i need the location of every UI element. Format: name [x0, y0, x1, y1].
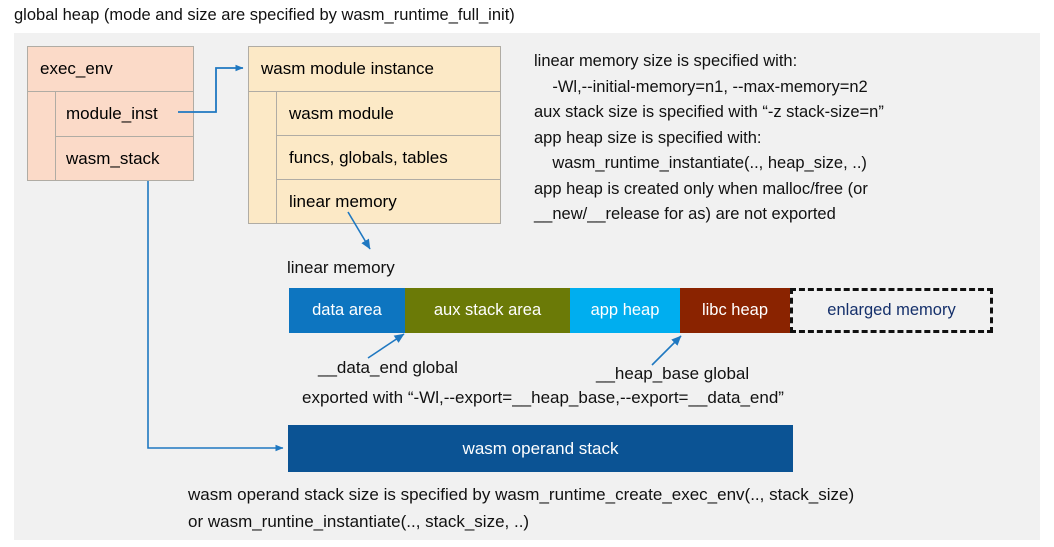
- annotation-exported-with: exported with “-Wl,--export=__heap_base,…: [302, 388, 784, 407]
- module-inst-label: module_inst: [66, 104, 158, 123]
- segment-aux-stack-area: aux stack area: [405, 288, 570, 333]
- linear-memory-bar: data area aux stack area app heap libc h…: [289, 288, 993, 333]
- exec-env-header: exec_env: [28, 47, 193, 92]
- exec-env-gutter: [28, 92, 56, 180]
- wasm-module-instance-gutter: [249, 92, 277, 223]
- annotation-heap-base: __heap_base global: [596, 364, 750, 383]
- wasm-module-instance-box: wasm module instance wasm module funcs, …: [248, 46, 501, 224]
- annotation-data-end: __data_end global: [318, 358, 458, 377]
- page-title: global heap (mode and size are specified…: [14, 6, 515, 24]
- segment-libc-heap: libc heap: [680, 288, 790, 333]
- wasm-module-instance-header: wasm module instance: [249, 47, 500, 92]
- wmi-row-funcs-globals-tables: funcs, globals, tables: [277, 136, 500, 180]
- wasm-stack-label: wasm_stack: [66, 148, 160, 168]
- wasm-module-label: wasm module: [289, 103, 394, 123]
- wasm-module-instance-title: wasm module instance: [261, 59, 434, 78]
- segment-enlarged-memory: enlarged memory: [790, 288, 993, 333]
- wasm-operand-stack-box: wasm operand stack: [288, 425, 793, 472]
- exec-env-box: exec_env module_inst wasm_stack: [27, 46, 194, 181]
- linear-memory-notes: linear memory size is specified with: -W…: [534, 52, 884, 223]
- segment-data-area: data area: [289, 288, 405, 333]
- exec-env-row-wasm-stack: wasm_stack: [56, 137, 193, 180]
- funcs-globals-tables-label: funcs, globals, tables: [289, 147, 448, 167]
- exec-env-title: exec_env: [40, 59, 113, 78]
- linear-memory-cell-label: linear memory: [289, 191, 397, 211]
- wmi-row-wasm-module: wasm module: [277, 92, 500, 136]
- linear-memory-label: linear memory: [287, 258, 395, 277]
- operand-stack-notes: wasm operand stack size is specified by …: [188, 485, 855, 531]
- wmi-row-linear-memory: linear memory: [277, 180, 500, 223]
- wasm-operand-stack-label: wasm operand stack: [462, 438, 619, 458]
- segment-app-heap: app heap: [570, 288, 680, 333]
- exec-env-row-module-inst: module_inst: [56, 92, 193, 137]
